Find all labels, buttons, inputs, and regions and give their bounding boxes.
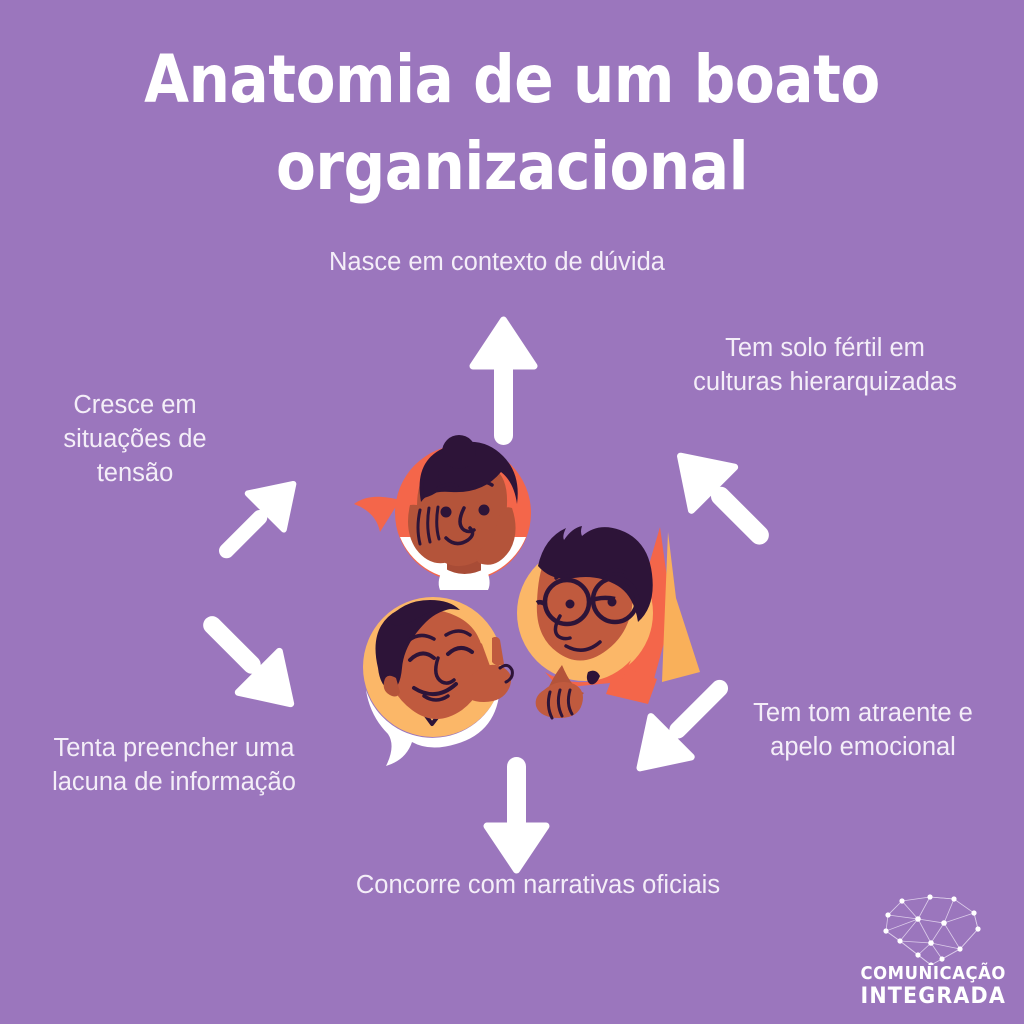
title-line-2: organizacional: [275, 128, 749, 206]
character-man-laughing: [363, 597, 514, 766]
arrow-up-left-icon: [219, 480, 297, 559]
arrow-down-right-icon: [636, 679, 729, 772]
label-concorre-com-narrativas-oficiais: Concorre com narrativas oficiais: [355, 871, 721, 899]
label-tem-solo-fertil: Tem solo fértil em culturas hierarquizad…: [693, 334, 957, 397]
logo-line-1: COMUNICAÇÃO: [860, 964, 1006, 984]
label-nasce-em-contexto-de-duvida: Nasce em contexto de dúvida: [329, 248, 665, 276]
arrow-group: [203, 316, 769, 874]
arrow-up-icon: [469, 316, 538, 445]
label-tem-tom-atraente: Tem tom atraente e apelo emocional: [753, 699, 973, 762]
central-illustration: [354, 435, 700, 766]
title-line-1: Anatomia de um boato: [144, 41, 880, 118]
label-tenta-preencher-lacuna: Tenta preencher uma lacuna de informação: [52, 734, 296, 797]
label-cresce-em-situacoes-de-tensao: Cresce em situações de tensão: [63, 391, 207, 488]
logo-line-2: INTEGRADA: [860, 983, 1006, 1009]
page-title: Anatomia de um boato organizacional: [61, 36, 962, 210]
character-woman-hands-on-face: [354, 435, 531, 590]
brand-logo: COMUNICAÇÃO INTEGRADA: [856, 893, 1006, 1015]
network-heart-icon: [883, 894, 981, 965]
character-man-with-glasses: [517, 526, 700, 720]
arrow-up-right-icon: [677, 452, 769, 545]
arrow-down-icon: [483, 757, 550, 874]
arrow-down-left-icon: [203, 616, 295, 708]
